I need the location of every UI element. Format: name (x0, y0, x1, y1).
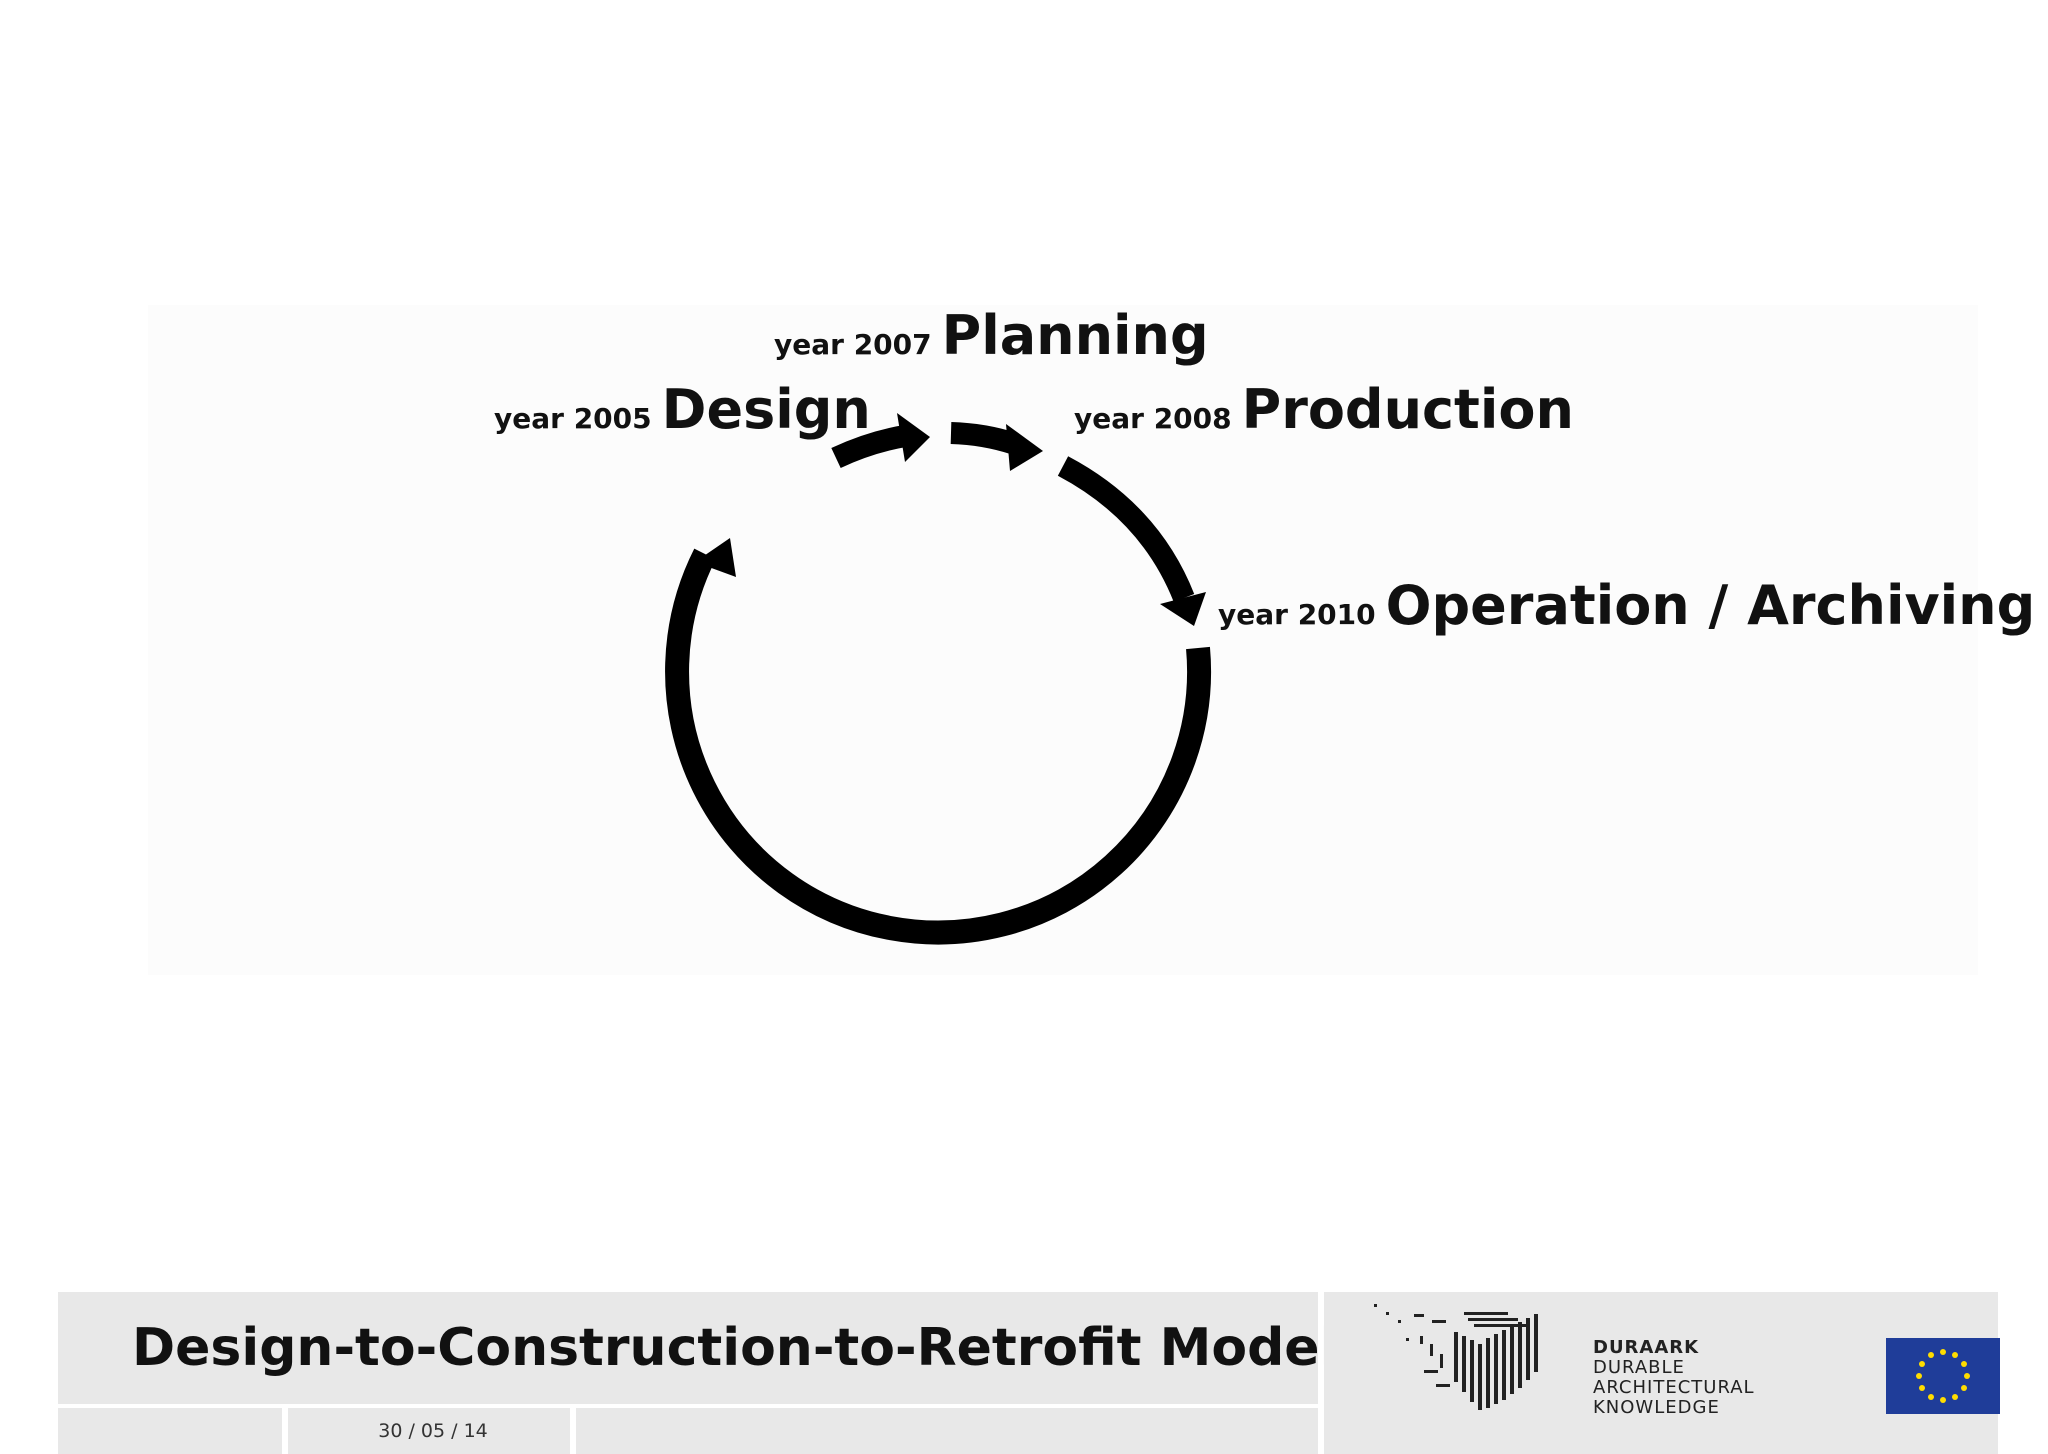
footer-cell-right (576, 1408, 1318, 1454)
arrow-planning-to-production (950, 422, 1019, 455)
footer-cell-left (58, 1408, 282, 1454)
stage-year: year 2005 (494, 402, 652, 435)
logo-band: DURAARK DURABLE ARCHITECTURAL KNOWLEDGE (1324, 1292, 1998, 1454)
slide-title: Design-to-Construction-to-Retrofit Model (132, 1318, 1338, 1378)
diagram-panel (148, 305, 1978, 975)
stage-name: Design (661, 378, 871, 441)
eu-flag-icon (1886, 1338, 2000, 1414)
stage-production: year 2008 Production (1074, 378, 1574, 441)
cycle-arrowhead-design (695, 538, 736, 577)
stage-design: year 2005 Design (494, 378, 871, 441)
stage-operation: year 2010 Operation / Archiving (1218, 574, 2035, 637)
footer-date-row: 30 / 05 / 14 (58, 1408, 1318, 1454)
footer-cell-date: 30 / 05 / 14 (288, 1408, 570, 1454)
slide-date: 30 / 05 / 14 (378, 1420, 488, 1442)
logo-line-3: KNOWLEDGE (1593, 1397, 1720, 1418)
duraark-bars-logo (1374, 1304, 1538, 1410)
logo-text: DURAARK DURABLE ARCHITECTURAL KNOWLEDGE (1593, 1338, 1755, 1418)
arrow-production-to-operation (1057, 456, 1195, 603)
eu-stars (1916, 1349, 1970, 1403)
logo-brand: DURAARK (1593, 1337, 1700, 1358)
stage-name: Operation / Archiving (1385, 574, 2036, 637)
arrowhead-operation (1160, 592, 1206, 626)
stage-year: year 2007 (774, 328, 932, 361)
footer-title-band: Design-to-Construction-to-Retrofit Model (58, 1292, 1337, 1404)
logo-line-1: DURABLE (1593, 1357, 1685, 1378)
arrowhead-planning (897, 413, 930, 462)
stage-year: year 2008 (1074, 402, 1232, 435)
stage-year: year 2010 (1218, 598, 1376, 631)
cycle-main-arc (665, 548, 1212, 945)
arrow-design-to-planning (831, 425, 907, 468)
footer: Design-to-Construction-to-Retrofit Model… (58, 1292, 1998, 1454)
stage-planning: year 2007 Planning (774, 304, 1209, 367)
logo-line-2: ARCHITECTURAL (1593, 1377, 1755, 1398)
stage-name: Planning (941, 304, 1209, 367)
arrowhead-production (1006, 424, 1043, 471)
stage-name: Production (1241, 378, 1574, 441)
